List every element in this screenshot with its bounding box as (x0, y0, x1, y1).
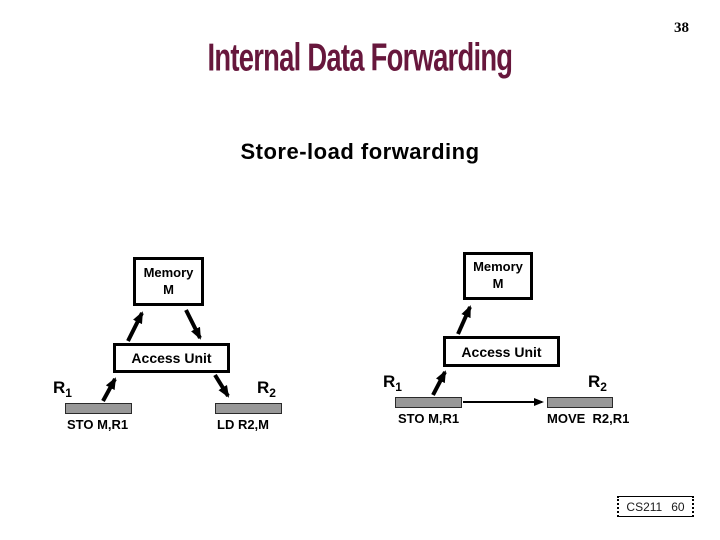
page-number: 38 (674, 20, 689, 36)
left-memory-label-line2: M (163, 281, 174, 297)
left-arrow-r1-to-access-icon (101, 377, 117, 402)
right-r2-base: R (588, 372, 601, 391)
left-memory-label-line1: Memory (143, 264, 194, 280)
right-arrow-r1-to-access-icon (431, 370, 447, 396)
right-r1-sub: 1 (395, 380, 402, 394)
left-access-unit-label: Access Unit (131, 350, 212, 366)
left-register-r2-label: R2 (257, 379, 276, 399)
left-arrow-access-to-memory-icon (126, 311, 144, 342)
left-r2-base: R (257, 378, 270, 397)
subtitle-container: Store-load forwarding (0, 139, 720, 165)
right-register-r2-bar (547, 397, 613, 408)
right-access-unit-box: Access Unit (443, 336, 560, 367)
right-memory-label-line1: Memory (473, 259, 523, 275)
left-register-r2-bar (215, 403, 282, 414)
left-register-r1-label: R1 (53, 379, 72, 399)
footer-page: 60 (671, 499, 685, 514)
right-memory-label-line2: M (492, 276, 504, 291)
right-instruction-move: MOVE R2,R1 (547, 411, 630, 426)
left-arrow-access-to-r2-icon (213, 373, 230, 398)
left-r1-base: R (53, 378, 66, 397)
left-r2-sub: 2 (269, 386, 276, 400)
left-access-unit-box: Access Unit (113, 343, 230, 373)
right-access-unit-label: Access Unit (461, 343, 542, 360)
right-instruction-store: STO M,R1 (398, 411, 460, 426)
right-register-r1-label: R1 (383, 373, 402, 393)
right-arrow-access-to-memory-icon (456, 305, 472, 335)
right-register-r2-label: R2 (588, 373, 607, 393)
left-r1-sub: 1 (65, 386, 72, 400)
subtitle: Store-load forwarding (240, 139, 480, 164)
footer-slide-id: CS211 60 (617, 496, 694, 517)
left-instruction-load: LD R2,M (217, 417, 269, 432)
right-register-r1-bar (395, 397, 462, 408)
right-memory-box: Memory M (463, 252, 533, 300)
left-memory-box: Memory M (133, 257, 204, 306)
slide-title: Internal Data Forwarding (207, 36, 514, 80)
right-r2-sub: 2 (600, 380, 607, 394)
left-instruction-store: STO M,R1 (67, 417, 129, 432)
right-r1-base: R (383, 372, 396, 391)
footer-course: CS211 (626, 499, 663, 514)
left-register-r1-bar (65, 403, 132, 414)
left-arrow-memory-to-access-icon (184, 309, 202, 340)
slide-title-container: Internal Data Forwarding (0, 36, 720, 80)
